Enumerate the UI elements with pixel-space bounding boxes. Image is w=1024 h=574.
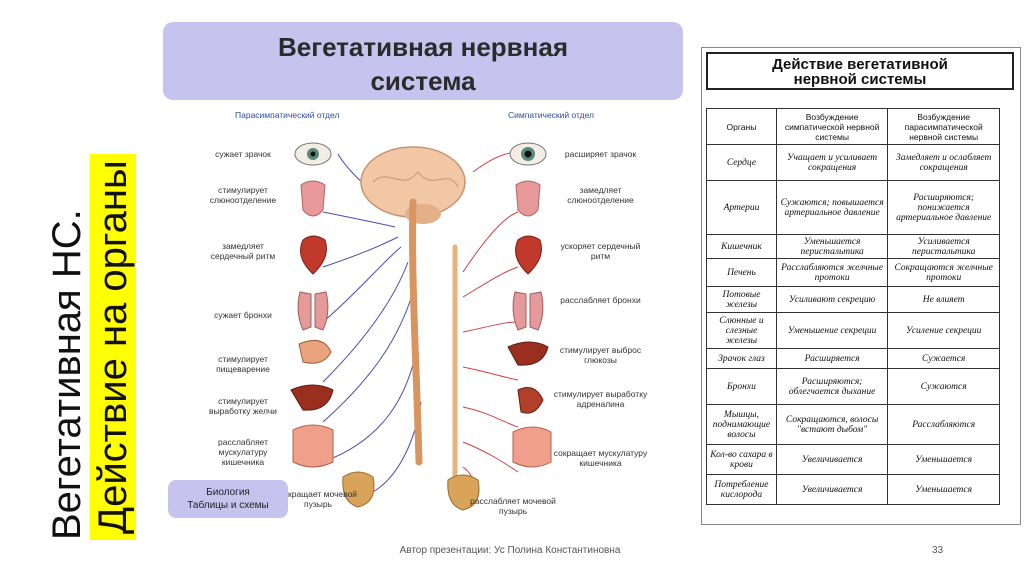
left-label-pupil: сужает зрачок: [215, 149, 271, 159]
table-cell: Печень: [706, 258, 777, 287]
poster-title-banner: Вегетативная нервная система: [163, 22, 683, 100]
table-cell: Сужается: [887, 348, 1000, 369]
table-cell: Усиливают секрецию: [775, 286, 889, 313]
table-row: Сердце Учащает и усиливает сокращения За…: [706, 144, 1000, 181]
left-label-bile: стимулирует выработку желчи: [209, 396, 277, 416]
slide-title: Вегетативная НС. Действие на органы: [44, 154, 136, 540]
table-cell: Артерии: [706, 180, 777, 235]
header-parasympathetic: Возбуждение парасимпатической нервной си…: [887, 108, 1000, 145]
slide-title-line1: Вегетативная НС.: [45, 209, 89, 540]
table-cell: Замедляет и ослабляет сокращения: [887, 144, 1000, 181]
right-label-bronchi: расслабляет бронхи: [560, 295, 641, 305]
slide-footer: Автор презентации: Ус Полина Константино…: [399, 545, 621, 556]
table-cell: Учащает и усиливает сокращения: [775, 144, 889, 181]
table-cell: Сокращаются желчные протоки: [887, 258, 1000, 287]
table-cell: Сердце: [706, 144, 777, 181]
right-label-saliva: замедляет слюноотделение: [567, 185, 634, 205]
table-title-line1: Действие вегетативной: [772, 56, 948, 73]
table-cell: Расширяется: [775, 348, 889, 369]
table-row: Кол-во сахара в крови Увеличивается Умен…: [706, 444, 1000, 475]
poster-title-line2: система: [370, 66, 476, 96]
table-cell: Усиливается перистальтика: [887, 234, 1000, 259]
table-cell: Усиление секреции: [887, 312, 1000, 349]
table-row: Потребление кислорода Увеличивается Умен…: [706, 474, 1000, 505]
table-cell: Расслабляются: [887, 404, 1000, 445]
header-sympathetic: Возбуждение симпатической нервной систем…: [775, 108, 889, 145]
sympathetic-nerves: [462, 151, 519, 493]
right-organs: [447, 142, 552, 511]
effects-table-box: Действие вегетативной нервной системы Ор…: [701, 47, 1021, 525]
brand-line2: Таблицы и схемы: [187, 500, 269, 511]
table-cell: Кишечник: [706, 234, 777, 259]
nervous-system-poster: Вегетативная нервная система: [163, 22, 683, 522]
brand-line1: Биология: [206, 487, 250, 498]
table-title: Действие вегетативной нервной системы: [706, 52, 1014, 90]
table-cell: Зрачок глаз: [706, 348, 777, 369]
anatomy-illustration: [290, 142, 552, 511]
sympathetic-header: Симпатический отдел: [508, 110, 595, 120]
table-cell: Кол-во сахара в крови: [706, 444, 777, 475]
left-label-intestine: расслабляет мускулатуру кишечника: [217, 437, 269, 467]
table-cell: Сокращаются, волосы "встают дыбом": [775, 404, 889, 445]
table-title-line2: нервной системы: [793, 71, 927, 88]
left-label-digestion: стимулирует пищеварение: [216, 354, 270, 374]
table-cell: Бронхи: [706, 368, 777, 405]
effects-table: Органы Возбуждение симпатической нервной…: [706, 108, 1000, 505]
table-cell: Увеличивается: [775, 444, 889, 475]
left-label-heart: замедляет сердечный ритм: [210, 241, 276, 261]
poster-title-line1: Вегетативная нервная: [278, 32, 568, 62]
right-label-intestine: сокращает мускулатуру кишечника: [553, 448, 648, 468]
table-row: Артерии Сужаются; повышается артериально…: [706, 180, 1000, 235]
header-organs: Органы: [706, 108, 777, 145]
table-row: Печень Расслабляются желчные протоки Сок…: [706, 258, 1000, 287]
table-cell: Уменьшается: [887, 444, 1000, 475]
left-organs: [290, 142, 375, 508]
table-cell: Не влияет: [887, 286, 1000, 313]
table-row: Бронхи Расширяются; облегчается дыхание …: [706, 368, 1000, 405]
parasympathetic-header: Парасимпатический отдел: [235, 110, 340, 120]
parasympathetic-nerves: [322, 153, 422, 493]
table-cell: Потовые железы: [706, 286, 777, 313]
right-label-bladder: расслабляет мочевой пузырь: [470, 496, 556, 516]
table-cell: Мышцы, поднимающие волосы: [706, 404, 777, 445]
right-label-pupil: расширяет зрачок: [564, 149, 637, 159]
left-label-saliva: стимулирует слюноотделение: [209, 185, 277, 205]
left-label-bronchi: сужает бронхи: [214, 310, 272, 320]
table-cell: Уменьшается: [887, 474, 1000, 505]
slide-title-line2: Действие на органы: [90, 154, 136, 540]
table-cell: Расслабляются желчные протоки: [775, 258, 889, 287]
table-cell: Расширяются; облегчается дыхание: [775, 368, 889, 405]
table-cell: Расширяются; понижается артериальное дав…: [887, 180, 1000, 235]
left-label-bladder: сокращает мочевой пузырь: [278, 489, 358, 509]
table-cell: Уменьшается перистальтика: [775, 234, 889, 259]
table-header-row: Органы Возбуждение симпатической нервной…: [706, 108, 1000, 145]
table-row: Кишечник Уменьшается перистальтика Усили…: [706, 234, 1000, 259]
table-cell: Сужаются; повышается артериальное давлен…: [775, 180, 889, 235]
table-row: Слюнные и слезные железы Уменьшение секр…: [706, 312, 1000, 349]
right-label-adrenaline: стимулирует выработку адреналина: [553, 389, 648, 409]
brand-badge: Биология Таблицы и схемы: [168, 480, 288, 518]
page-number: 33: [932, 545, 944, 556]
table-row: Потовые железы Усиливают секрецию Не вли…: [706, 286, 1000, 313]
table-cell: Уменьшение секреции: [775, 312, 889, 349]
table-cell: Сужаются: [887, 368, 1000, 405]
right-label-heart: ускоряет сердечный ритм: [560, 241, 641, 261]
table-cell: Слюнные и слезные железы: [706, 312, 777, 349]
table-row: Мышцы, поднимающие волосы Сокращаются, в…: [706, 404, 1000, 445]
table-cell: Увеличивается: [775, 474, 889, 505]
spinal-cord-icon: [409, 198, 423, 466]
right-label-glucose: стимулирует выброс глюкозы: [559, 345, 642, 365]
table-cell: Потребление кислорода: [706, 474, 777, 505]
table-row: Зрачок глаз Расширяется Сужается: [706, 348, 1000, 369]
